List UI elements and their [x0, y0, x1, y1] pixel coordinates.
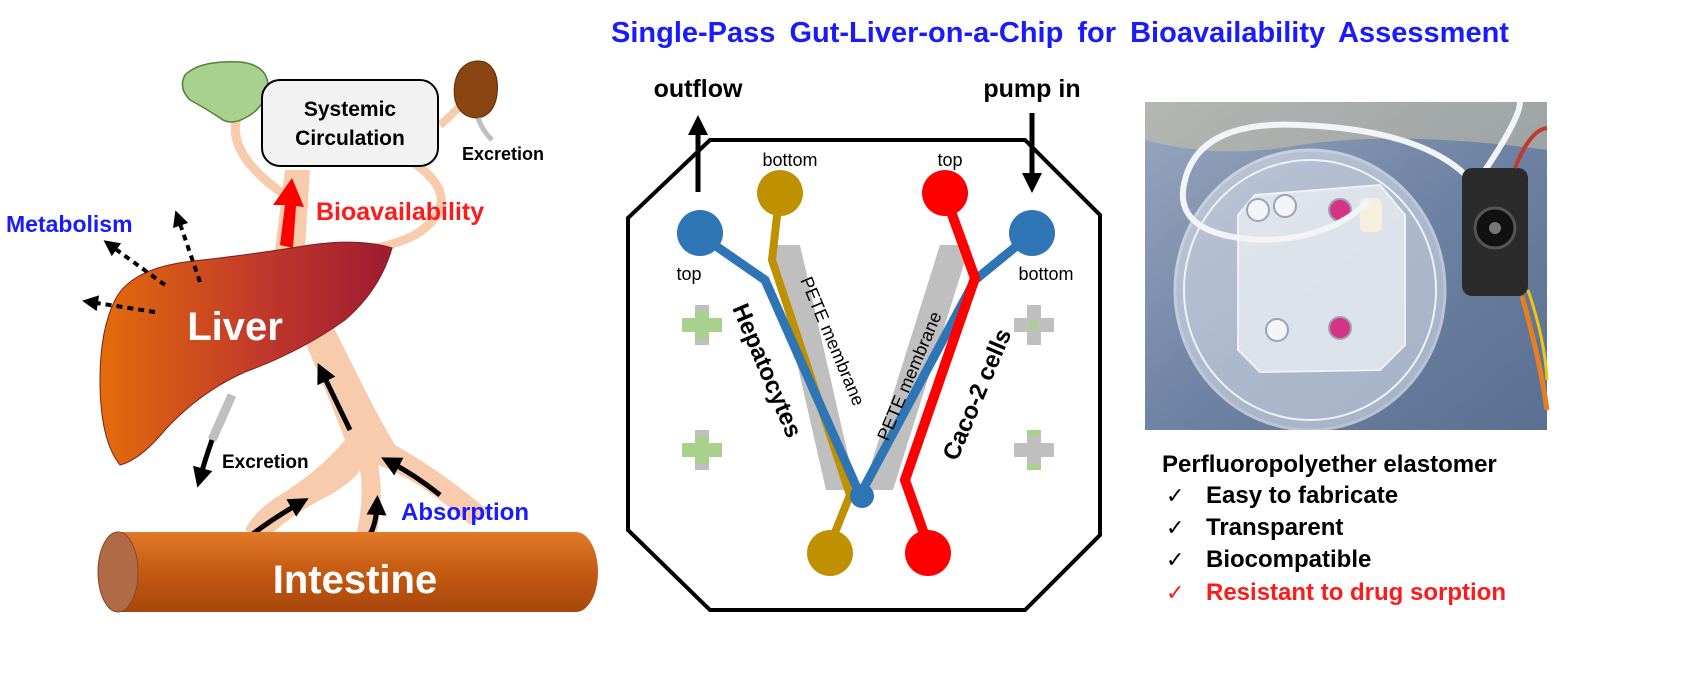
- check-mark-4: ✓: [1166, 580, 1184, 605]
- liver-excretion-arrow: [193, 439, 215, 488]
- metabolism-arrow-3: [173, 210, 202, 283]
- photo-port-4: [1265, 318, 1289, 342]
- photo-port-5: [1328, 316, 1352, 340]
- photo-port-2: [1273, 194, 1297, 218]
- check-mark-3: ✓: [1166, 547, 1184, 572]
- photo-wire-red: [1513, 126, 1548, 169]
- systemic-circulation-line1: Systemic: [304, 98, 397, 121]
- liver-excretion-label: Excretion: [222, 452, 309, 473]
- absorption-arrow-3: [381, 457, 442, 497]
- bile-duct: [207, 393, 237, 442]
- kidney-icon: [453, 60, 498, 119]
- photo-port-1: [1246, 198, 1270, 222]
- alignment-mark-tl: [682, 305, 722, 345]
- check-mark-1: ✓: [1166, 483, 1184, 508]
- alignment-mark-bl: [682, 430, 722, 470]
- metabolism-label: Metabolism: [6, 211, 133, 237]
- chip-outline: [626, 138, 1102, 612]
- chip-panel: outflow pump in bottom top top bottom: [626, 75, 1102, 612]
- metabolism-arrow-2: [103, 240, 167, 287]
- physiology-panel: Systemic Circulation Excretion Bioavaila…: [6, 60, 598, 613]
- liver-shape: [99, 241, 393, 466]
- intestine-tube: [118, 532, 576, 612]
- port-label-bottom-left: bottom: [762, 150, 817, 170]
- liver-label: Liver: [187, 305, 283, 349]
- photo-wire-yellow: [1526, 289, 1549, 381]
- port-red-top: [922, 170, 968, 216]
- kidney-excretion-label: Excretion: [462, 144, 544, 164]
- outflow-label: outflow: [654, 75, 743, 103]
- port-label-top-right: top: [937, 150, 962, 170]
- intestine-end-right: [554, 532, 598, 612]
- absorption-label: Absorption: [401, 499, 529, 526]
- alignment-mark-tr: [1014, 305, 1054, 345]
- portal-up-arrow: [317, 362, 353, 432]
- bioavailability-label: Bioavailability: [316, 198, 484, 226]
- systemic-circulation-box: [261, 79, 439, 167]
- intestine-lumen: [97, 531, 139, 613]
- property-item-1: Easy to fabricate: [1206, 482, 1398, 509]
- lung-icon: [181, 61, 269, 123]
- membrane-band-right: [863, 245, 970, 490]
- petri-dish-rim: [1183, 159, 1437, 421]
- port-blue-right: [1009, 210, 1055, 256]
- intestine-label: Intestine: [273, 558, 437, 602]
- channel-red: [899, 193, 981, 547]
- check-mark-2: ✓: [1166, 515, 1184, 540]
- pump-in-label: pump in: [983, 75, 1080, 103]
- photo-tubing: [1179, 121, 1478, 244]
- port-red-bottom: [905, 530, 951, 576]
- channel-junction: [850, 484, 874, 508]
- property-item-3: Biocompatible: [1206, 546, 1371, 573]
- properties-list: Perfluoropolyether elastomer ✓ Easy to f…: [1162, 451, 1506, 606]
- chip-photo: [1145, 101, 1550, 432]
- photo-wire-orange: [1519, 295, 1550, 411]
- alignment-mark-br: [1014, 430, 1054, 470]
- systemic-circulation-line2: Circulation: [295, 127, 405, 150]
- ureter: [475, 117, 494, 142]
- port-gold-top: [757, 170, 803, 216]
- properties-heading: Perfluoropolyether elastomer: [1162, 451, 1497, 478]
- property-item-4: Resistant to drug sorption: [1206, 579, 1506, 606]
- port-gold-bottom: [807, 530, 853, 576]
- property-item-2: Transparent: [1206, 514, 1343, 541]
- figure-title: Single-Pass Gut-Liver-on-a-Chip for Bioa…: [611, 17, 1509, 49]
- port-blue-left: [677, 210, 723, 256]
- bioavailability-arrow: [273, 178, 304, 248]
- port-label-bottom-right: bottom: [1018, 264, 1073, 284]
- port-label-top-left: top: [676, 264, 701, 284]
- photo-pump-hub: [1489, 222, 1501, 234]
